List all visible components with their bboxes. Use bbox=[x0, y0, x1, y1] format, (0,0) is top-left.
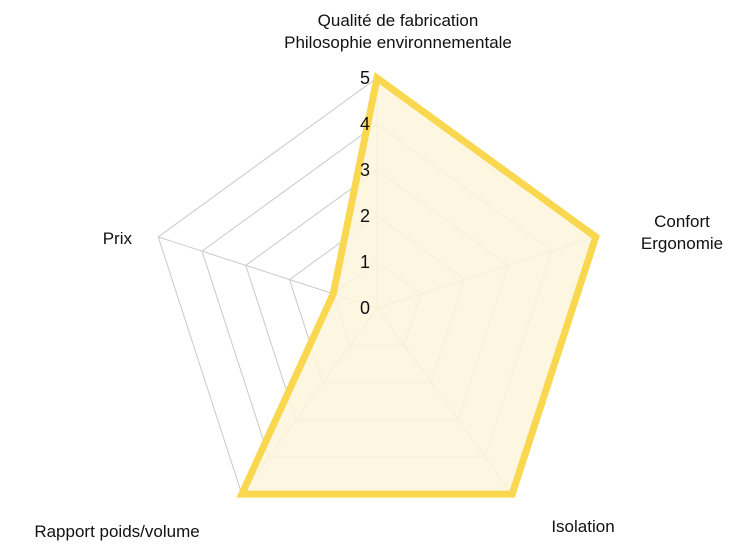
series-point-3 bbox=[239, 492, 244, 497]
tick-label-3: 3 bbox=[360, 160, 370, 180]
series-point-1 bbox=[593, 234, 598, 239]
tick-label-4: 4 bbox=[360, 114, 370, 134]
tick-label-2: 2 bbox=[360, 206, 370, 226]
tick-label-5: 5 bbox=[360, 68, 370, 88]
axis-label-3: Rapport poids/volume bbox=[34, 522, 199, 541]
radial-tick-labels: 0 1 2 3 4 5 bbox=[360, 68, 370, 318]
series-point-0 bbox=[375, 76, 379, 80]
radar-series bbox=[236, 71, 600, 498]
series-point-2 bbox=[510, 492, 515, 497]
axis-label-2: Isolation bbox=[551, 517, 614, 536]
series-point-4 bbox=[331, 291, 336, 296]
tick-label-1: 1 bbox=[360, 252, 370, 272]
series-polygon-0 bbox=[236, 71, 600, 498]
tick-label-0: 0 bbox=[360, 298, 370, 318]
axis-label-4: Prix bbox=[103, 229, 133, 248]
